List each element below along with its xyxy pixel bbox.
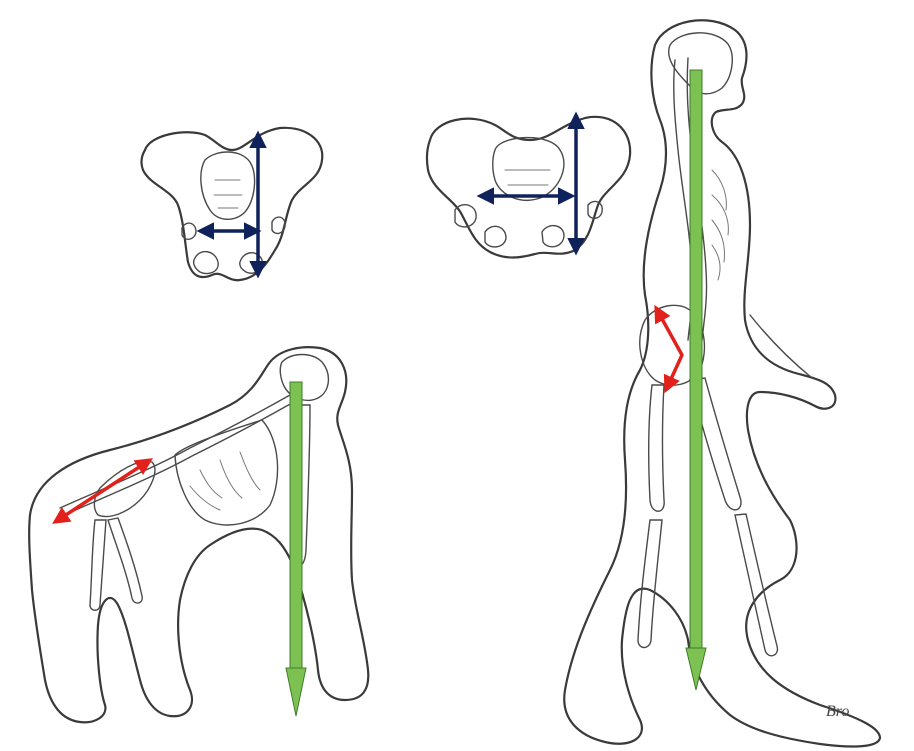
chimpanzee-skeleton-silhouette: [29, 347, 368, 722]
chimp-gravity-arrow: [286, 382, 306, 716]
human-pelvis-drawing: [427, 115, 630, 258]
human-muscle-lever-arrow: [656, 308, 682, 390]
artist-signature: Bro: [826, 703, 849, 720]
human-skeleton-silhouette: [564, 20, 880, 746]
chimp-pelvis-drawing: [142, 128, 323, 280]
human-gravity-arrow: [686, 70, 706, 690]
chimp-muscle-lever-arrow: [55, 460, 150, 522]
